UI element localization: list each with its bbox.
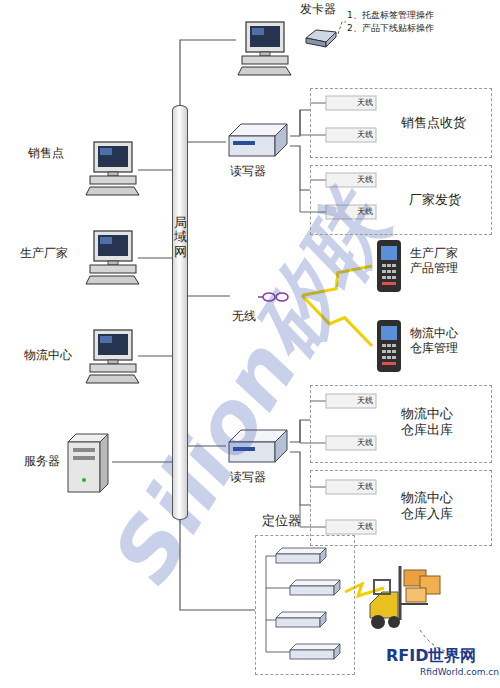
antenna-label: 天线 xyxy=(357,207,373,217)
antenna-label: 天线 xyxy=(357,98,373,108)
lan-bus: 局域网 xyxy=(172,105,188,520)
connector xyxy=(138,355,172,356)
connector xyxy=(290,146,310,190)
connector xyxy=(180,40,236,105)
logo-text: RFID世界网 xyxy=(386,646,476,665)
node-label: 物流中心 xyxy=(24,348,72,363)
node-label: 物流中心 仓库入库 xyxy=(401,490,458,523)
antenna-label: 天线 xyxy=(357,130,373,140)
antenna-label: 天线 xyxy=(357,175,373,185)
node-label: 生产厂家 产品管理 xyxy=(410,246,463,276)
node-label: 服务器 xyxy=(24,454,60,469)
node-label: 读写器 xyxy=(230,470,266,485)
node-label: 物流中心 仓库管理 xyxy=(410,326,463,356)
antenna-zone: 物流中心 仓库出库 xyxy=(310,385,492,463)
connector xyxy=(188,295,230,296)
reader: 读写器 xyxy=(226,426,290,488)
node-label: 销售点收货 xyxy=(401,115,466,131)
locator-zone: 定位器 xyxy=(255,535,355,675)
node-label: 生产厂家 xyxy=(20,246,68,261)
watermark: Silion矽联 xyxy=(93,180,408,600)
handheld-node: 物流中心 仓库管理 xyxy=(372,316,494,376)
antenna-label: 天线 xyxy=(357,396,373,406)
wireless-node: 无线 xyxy=(230,285,302,327)
computer-node: 物流中心 xyxy=(20,326,138,388)
handheld-node: 生产厂家 产品管理 xyxy=(372,236,494,296)
connector xyxy=(138,257,172,258)
antenna-zone: 厂家发货 xyxy=(310,165,492,235)
node-label: 读写器 xyxy=(230,164,266,179)
reader: 读写器 xyxy=(226,120,290,182)
node-label: 销售点 xyxy=(28,146,64,161)
node-label: 发卡器 xyxy=(300,2,336,17)
note: 1、托盘标签管理操作 xyxy=(347,10,434,21)
antenna-label: 天线 xyxy=(357,522,373,532)
node-label: 无线 xyxy=(232,309,256,324)
connector xyxy=(290,420,310,442)
connector xyxy=(138,169,172,170)
computer-node: 生产厂家 xyxy=(20,228,138,290)
connector xyxy=(290,110,310,136)
logo-text: RfidWorld.com.cn xyxy=(420,667,499,678)
antenna-zone: 销售点收货 xyxy=(310,88,492,158)
card-issuer: 发卡器 xyxy=(236,2,340,78)
node-label: 厂家发货 xyxy=(409,192,461,208)
antenna-label: 天线 xyxy=(357,438,373,448)
server-node: 服务器 xyxy=(20,430,112,496)
node-label: 物流中心 仓库出库 xyxy=(401,406,458,439)
note: 2、产品下线贴标操作 xyxy=(347,23,434,34)
connector xyxy=(188,141,226,142)
computer-node: 销售点 xyxy=(28,140,138,200)
vertical-label: 局域网 xyxy=(174,216,187,259)
node-label: 定位器 xyxy=(262,513,301,529)
connector xyxy=(290,452,310,505)
antenna-label: 天线 xyxy=(357,482,373,492)
